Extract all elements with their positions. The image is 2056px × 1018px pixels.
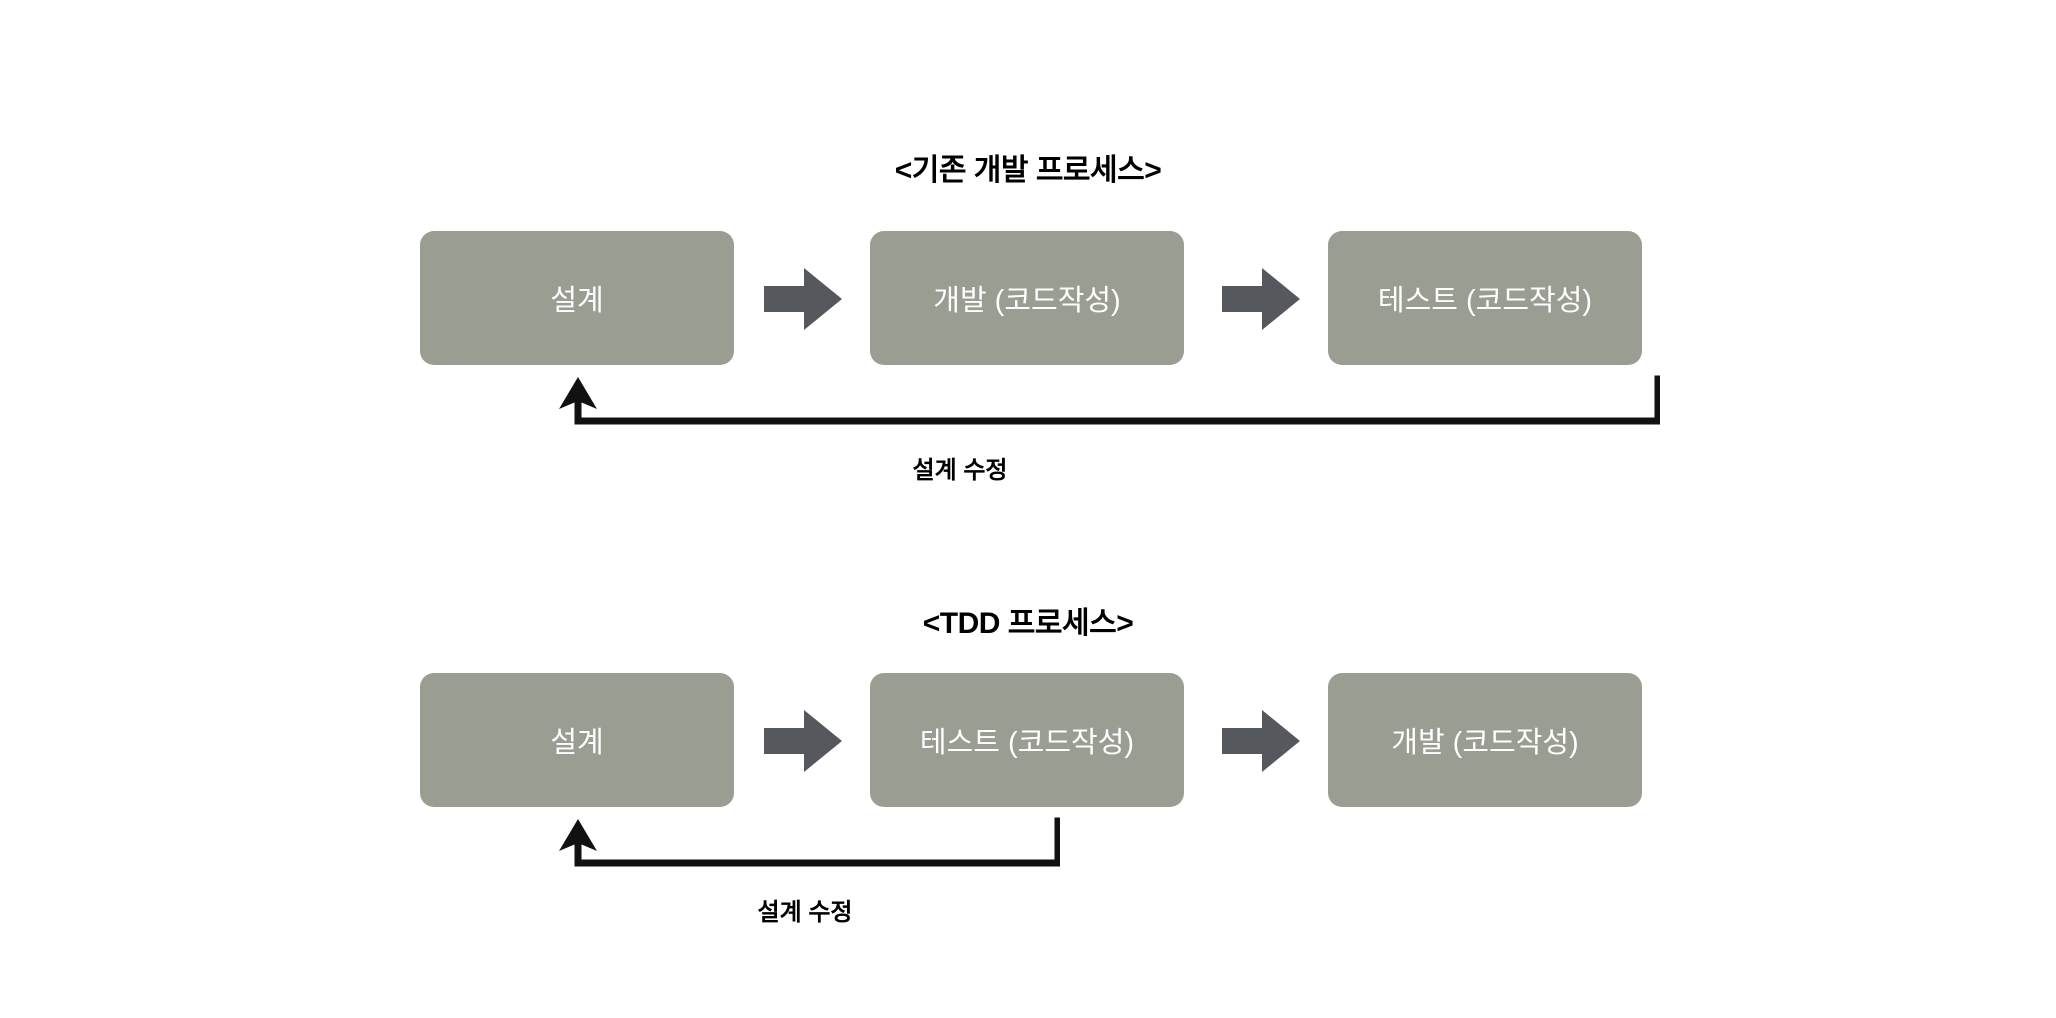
feedback-loop-tdd [540, 817, 1062, 877]
feedback-loop-label-legacy: 설계 수정 [912, 457, 1008, 484]
process-box-legacy-step-3[interactable]: 테스트 (코드작성) [1328, 231, 1642, 365]
section-title-tdd: <TDD 프로세스> [922, 607, 1134, 640]
arrow-right-icon [1222, 268, 1300, 330]
process-box-tdd-step-3[interactable]: 개발 (코드작성) [1328, 673, 1642, 807]
process-box-tdd-step-2[interactable]: 테스트 (코드작성) [870, 673, 1184, 807]
arrow-right-icon [764, 710, 842, 772]
process-box-legacy-step-2[interactable]: 개발 (코드작성) [870, 231, 1184, 365]
process-box-legacy-step-1[interactable]: 설계 [420, 231, 734, 365]
arrow-right-icon [764, 268, 842, 330]
section-title-legacy: <기존 개발 프로세스> [894, 154, 1162, 187]
feedback-loop-label-tdd: 설계 수정 [757, 899, 853, 926]
arrow-right-icon [1222, 710, 1300, 772]
feedback-loop-legacy [540, 375, 1662, 435]
process-box-tdd-step-1[interactable]: 설계 [420, 673, 734, 807]
